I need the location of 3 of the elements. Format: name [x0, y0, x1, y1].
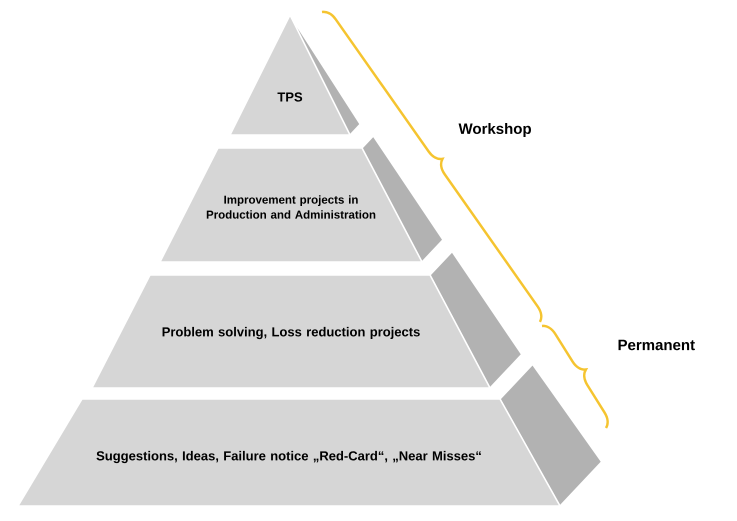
node-label: Suggestions, Ideas, Failure notice „Red-Card“, „Near Misses“ [96, 450, 481, 464]
brace-label: Permanent [618, 340, 695, 350]
brace-label: Workshop [458, 123, 531, 137]
